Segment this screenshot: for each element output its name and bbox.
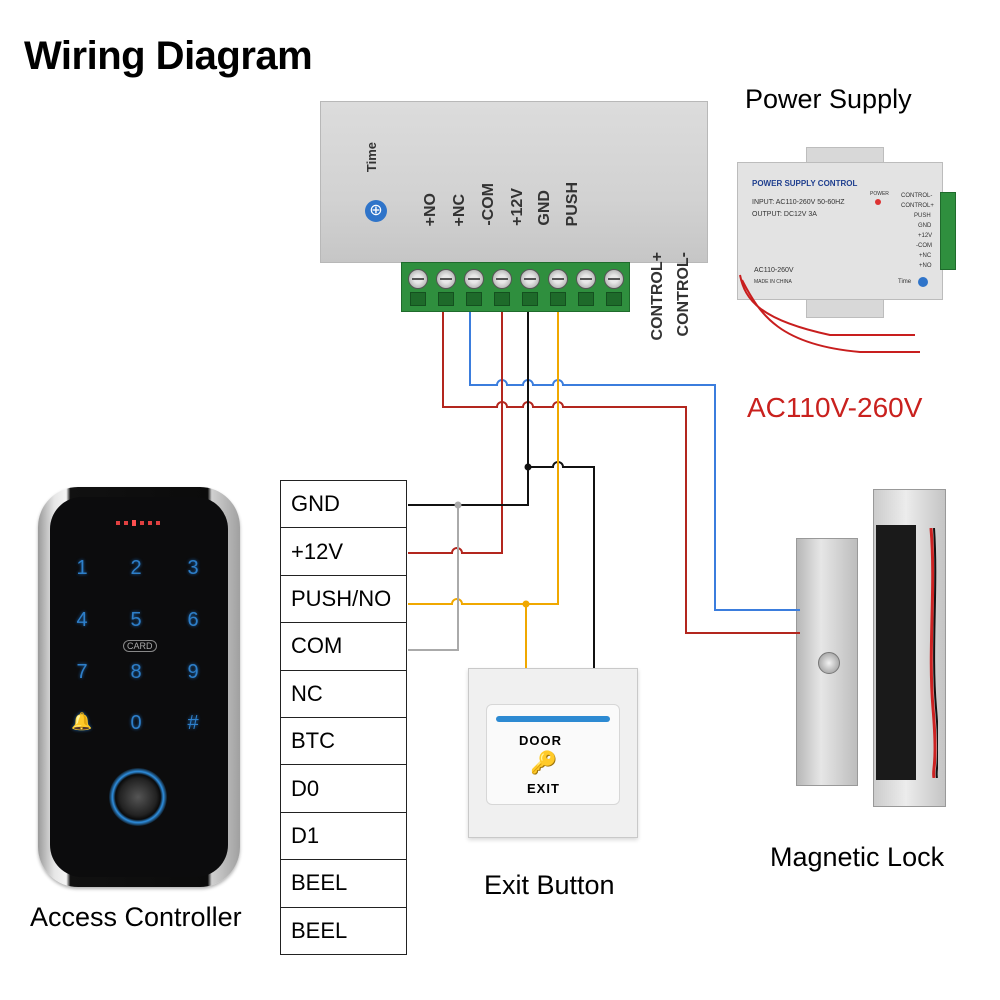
terminal-label-push: PUSH <box>564 181 581 226</box>
power-supply-caption: Power Supply <box>745 84 912 114</box>
terminal-row-12v: +12V <box>281 528 406 576</box>
key-3[interactable]: 3 <box>187 557 199 579</box>
indicator-leds <box>116 520 160 526</box>
ps-terminal-strip <box>940 192 956 270</box>
ps-output-text: OUTPUT: DC12V 3A <box>752 211 817 218</box>
terminal-row-push-no: PUSH/NO <box>281 576 406 624</box>
wire-com-gray <box>408 505 459 651</box>
ps-term-label-1: CONTROL+ <box>901 203 934 209</box>
ps-term-label-3: GND <box>918 223 932 229</box>
terminal-label-12v: +12V <box>509 188 526 226</box>
magnetic-lock-coil <box>876 525 916 780</box>
terminal-row-beel-2: BEEL <box>281 908 406 955</box>
access-controller-caption: Access Controller <box>30 902 242 932</box>
exit-button-caption: Exit Button <box>484 870 615 900</box>
ps-plate-title: POWER SUPPLY CONTROL <box>752 179 858 188</box>
ac-input-label: AC110V-260V <box>747 392 923 423</box>
key-6[interactable]: 6 <box>187 609 199 631</box>
magnetic-lock-armature <box>796 538 858 786</box>
terminal-row-com: COM <box>281 623 406 671</box>
time-adjust-knob-icon: ⊕ <box>365 200 387 222</box>
magnetic-lock-cable <box>929 528 938 778</box>
key-7[interactable]: 7 <box>76 661 88 683</box>
key-hash[interactable]: # <box>187 712 199 734</box>
magnetic-lock-stud <box>818 652 840 674</box>
ps-power-label: POWER <box>870 191 889 197</box>
screw-terminal-block <box>401 262 630 312</box>
fingerprint-sensor-icon[interactable] <box>109 768 167 826</box>
time-label: Time <box>364 142 379 173</box>
terminal-row-gnd: GND <box>281 481 406 529</box>
wire-no-to-lock <box>442 312 800 634</box>
wire-gnd-to-exit <box>528 461 595 668</box>
key-5[interactable]: 5 <box>130 609 142 631</box>
key-2[interactable]: 2 <box>130 557 142 579</box>
exit-button-exit-text: EXIT <box>527 781 560 796</box>
exit-button-led-strip <box>496 716 610 722</box>
ps-term-label-5: -COM <box>916 243 932 249</box>
terminal-label-gnd: GND <box>536 190 553 226</box>
wire-push <box>408 312 559 605</box>
terminal-row-beel-1: BEEL <box>281 860 406 908</box>
card-reader-label: CARD <box>123 640 157 652</box>
exit-button-door-text: DOOR <box>519 733 562 748</box>
controller-terminal-table: GND +12V PUSH/NO COM NC BTC D0 D1 BEEL B… <box>280 480 407 955</box>
terminal-label-control-plus: CONTROL+ <box>649 252 666 341</box>
terminal-row-nc: NC <box>281 671 406 718</box>
ps-term-label-2: PUSH <box>914 213 931 219</box>
ps-term-label-0: CONTROL- <box>901 193 933 199</box>
terminal-label-com: -COM <box>480 183 497 226</box>
ps-time-knob-icon <box>918 277 928 287</box>
key-9[interactable]: 9 <box>187 661 199 683</box>
bell-key-icon[interactable]: 🔔 <box>71 712 93 731</box>
magnetic-lock-caption: Magnetic Lock <box>770 842 945 872</box>
key-0[interactable]: 0 <box>130 712 142 734</box>
terminal-label-control-minus: CONTROL- <box>675 252 692 337</box>
power-supply-unit: POWER SUPPLY CONTROL INPUT: AC110-260V 5… <box>737 162 943 300</box>
terminal-label-no: +NO <box>422 192 439 226</box>
ps-time-label: Time <box>898 279 912 285</box>
page-title: Wiring Diagram <box>24 34 313 78</box>
ps-power-led <box>875 199 881 205</box>
key-icon: 🔑 <box>530 750 558 775</box>
ps-input-text: INPUT: AC110-260V 50-60HZ <box>752 199 845 206</box>
terminal-row-d0: D0 <box>281 765 406 813</box>
ps-term-label-7: +NO <box>919 263 932 269</box>
terminal-row-btc: BTC <box>281 718 406 766</box>
power-controller-closeup: CONTROL- CONTROL+ PUSH GND +12V -COM +NC… <box>320 101 708 340</box>
wire-gnd <box>408 312 529 506</box>
ps-ac-tag: AC110-260V <box>754 267 794 274</box>
key-1[interactable]: 1 <box>76 557 88 579</box>
ps-term-label-4: +12V <box>918 233 933 239</box>
wire-12v <box>408 312 503 554</box>
ps-term-label-6: +NC <box>919 253 932 259</box>
key-4[interactable]: 4 <box>76 609 88 631</box>
terminal-row-d1: D1 <box>281 813 406 861</box>
terminal-label-nc: +NC <box>451 193 468 226</box>
ps-made-in: MADE IN CHINA <box>754 279 792 285</box>
wire-com-to-lock <box>469 312 800 611</box>
key-8[interactable]: 8 <box>130 661 142 683</box>
